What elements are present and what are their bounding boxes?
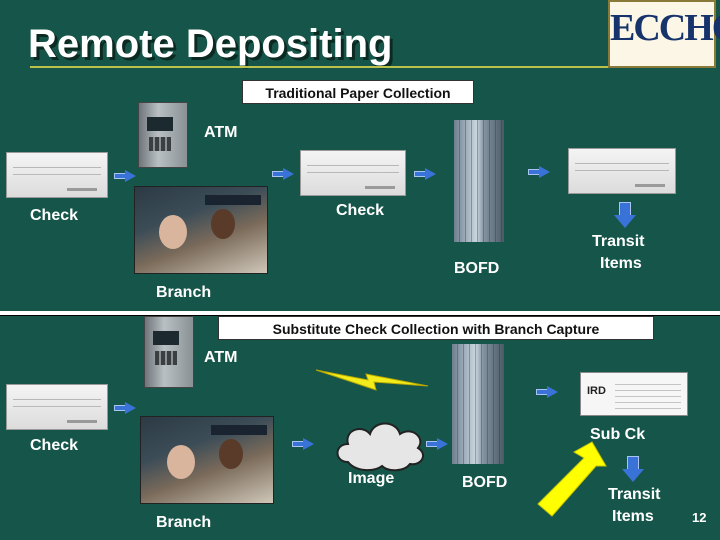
title-underline: [30, 66, 610, 68]
atm-label-bottom: ATM: [204, 349, 238, 366]
substitute-check-image: IRD: [580, 372, 688, 416]
eccho-logo: ECCHO: [608, 0, 720, 68]
arrow-right-icon: [414, 168, 436, 180]
bofd-label-bottom: BOFD: [462, 474, 508, 491]
arrow-down-icon: [614, 202, 636, 228]
ird-badge: IRD: [587, 385, 606, 397]
section-header-traditional: Traditional Paper Collection: [242, 80, 474, 104]
atm-icon: [144, 316, 194, 388]
transit-label-top-2: Items: [600, 255, 642, 272]
arrow-right-icon: [114, 170, 136, 182]
image-label: Image: [348, 470, 395, 487]
transit-label-bottom-1: Transit: [608, 486, 661, 503]
arrow-right-icon: [272, 168, 294, 180]
transit-label-bottom-2: Items: [612, 508, 654, 525]
check-image-middle: [300, 150, 406, 196]
bofd-label-top: BOFD: [454, 260, 500, 277]
atm-keypad: [155, 351, 177, 365]
check-image-right: [568, 148, 676, 194]
atm-label-top: ATM: [204, 124, 238, 141]
check-image-left-bottom: [6, 384, 108, 430]
photo-sign: [205, 195, 261, 205]
arrow-right-icon: [536, 386, 558, 398]
check-label-middle-top: Check: [336, 202, 385, 219]
arrow-right-icon: [426, 438, 448, 450]
section-header-substitute: Substitute Check Collection with Branch …: [218, 316, 654, 340]
logo-text: ECCHO: [610, 7, 720, 49]
atm-screen: [153, 331, 179, 345]
arrow-right-icon: [528, 166, 550, 178]
check-image-left: [6, 152, 108, 198]
check-label-left-bottom: Check: [30, 437, 79, 454]
arrow-right-icon: [292, 438, 314, 450]
bofd-building-top: [454, 120, 504, 242]
arrow-down-icon: [622, 456, 644, 482]
atm-icon: [138, 102, 188, 168]
check-label-left-top: Check: [30, 207, 79, 224]
page-number: 12: [692, 510, 707, 525]
branch-photo-bottom: [140, 416, 274, 504]
sub-ck-label: Sub Ck: [590, 426, 646, 443]
cloud-icon: [336, 422, 425, 472]
section-divider: [0, 311, 720, 315]
transit-label-top-1: Transit: [592, 233, 645, 250]
bofd-building-bottom: [452, 344, 504, 464]
atm-screen: [147, 117, 173, 131]
atm-keypad: [149, 137, 171, 151]
branch-photo-top: [134, 186, 268, 274]
branch-label-top: Branch: [156, 284, 212, 301]
slide-title: Remote Depositing: [28, 22, 393, 66]
branch-label-bottom: Branch: [156, 514, 212, 531]
photo-sign: [211, 425, 267, 435]
arrow-diagonal-icon: [537, 441, 607, 517]
arrow-right-icon: [114, 402, 136, 414]
lightning-bolt-icon: [315, 369, 429, 391]
